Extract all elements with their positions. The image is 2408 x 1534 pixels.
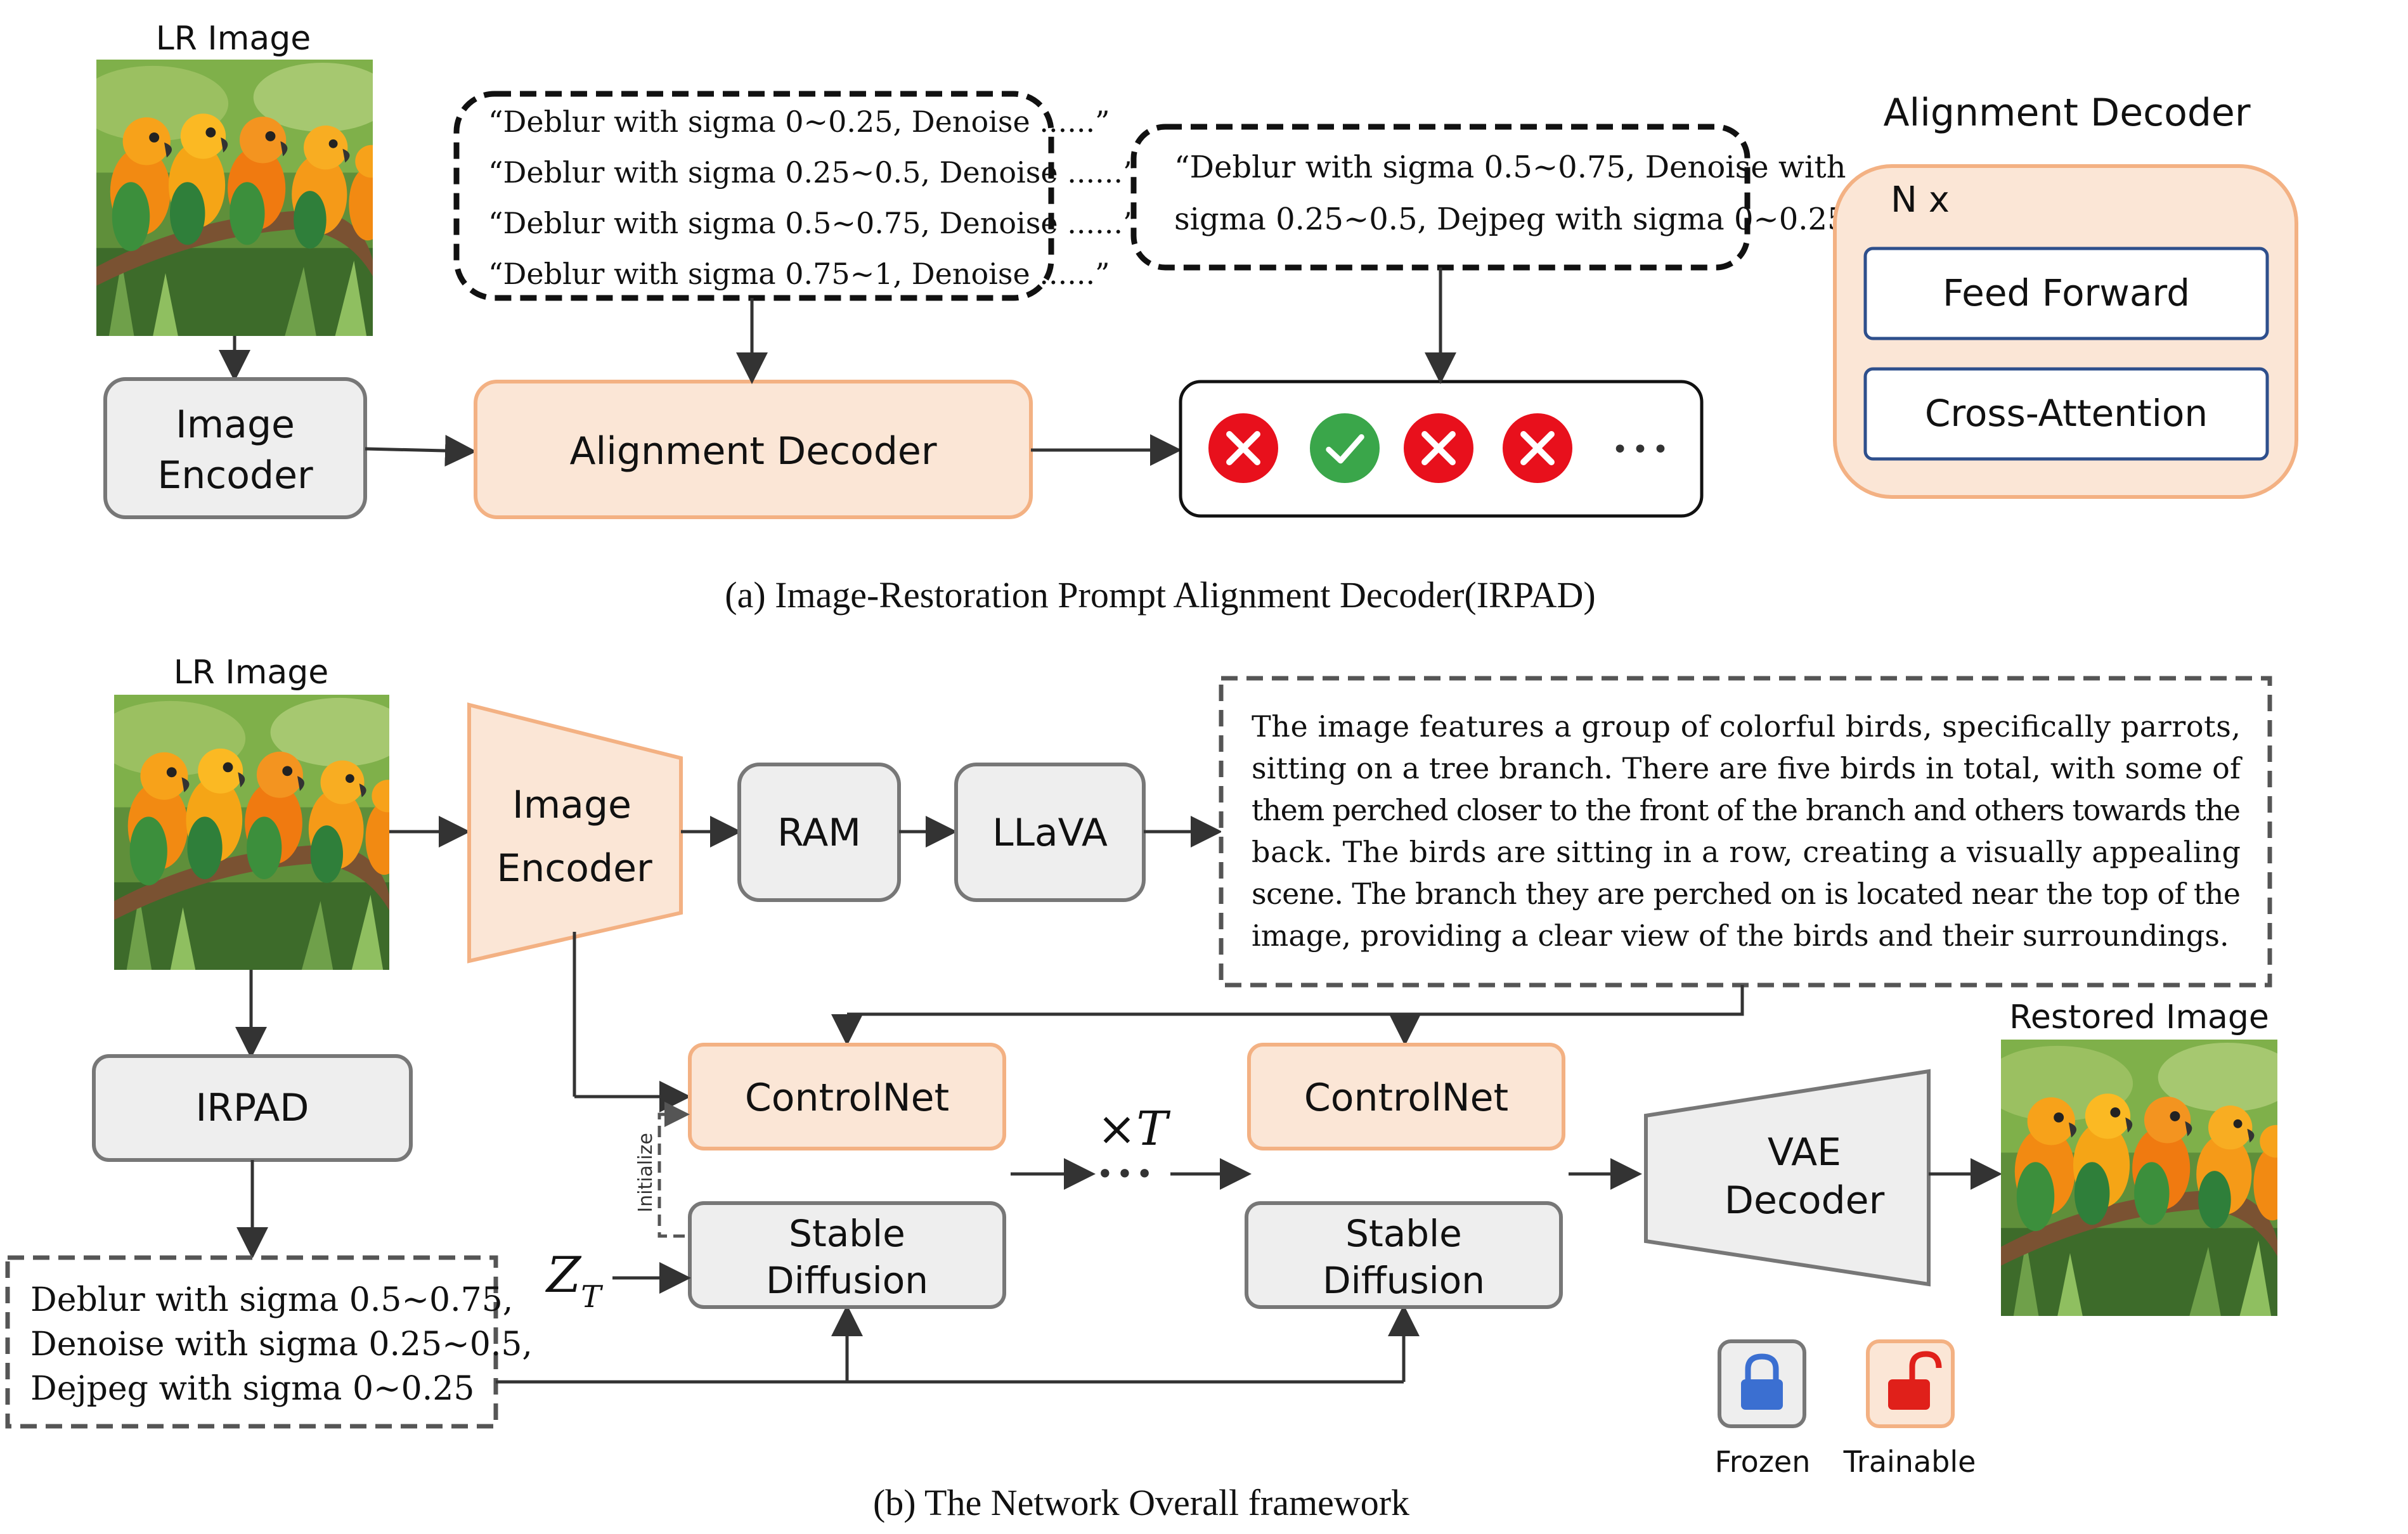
result-wrong-icon-3 <box>1503 413 1572 483</box>
image-encoder-label-b1: Image <box>512 783 631 827</box>
lr-image-label-a: LR Image <box>156 20 311 58</box>
result-correct-icon <box>1310 413 1380 483</box>
caption-b: (b) The Network Overall framework <box>873 1482 1409 1523</box>
controlnet-label-2: ControlNet <box>1304 1076 1508 1120</box>
restored-image-label: Restored Image <box>2009 998 2269 1036</box>
description-line-1: The image features a group of colorful b… <box>1252 709 2241 744</box>
prompt-4: “Deblur with sigma 0.75~1, Denoise .....… <box>488 257 1110 291</box>
vae-decoder-trapezoid <box>1644 1069 1931 1287</box>
part-b: LR Image Image Encoder RAM LLaVA The ima… <box>5 654 2277 1523</box>
stable-diffusion-label-2a: Stable <box>1345 1212 1462 1255</box>
loop-dots: ••• <box>1096 1157 1155 1191</box>
stable-diffusion-label-1a: Stable <box>789 1212 905 1255</box>
decoder-repeat-label: N x <box>1891 179 1950 221</box>
restoration-prompt-line-2: Denoise with sigma 0.25~0.5, <box>30 1325 533 1363</box>
stable-diffusion-box-1 <box>688 1201 1006 1309</box>
controlnet-box-2 <box>1247 1043 1565 1150</box>
controlnet-label-1: ControlNet <box>745 1076 949 1120</box>
caption-a: (a) Image-Restoration Prompt Alignment D… <box>725 574 1595 616</box>
restored-image <box>2001 1040 2277 1316</box>
controlnet-box-1 <box>688 1043 1006 1150</box>
cross-attention-label: Cross-Attention <box>1925 392 2208 435</box>
feed-forward-label: Feed Forward <box>1943 271 2190 314</box>
feed-forward-box <box>1863 247 2269 340</box>
selected-prompt-line-1: “Deblur with sigma 0.5~0.75, Denoise wit… <box>1174 150 1846 185</box>
frozen-label: Frozen <box>1715 1445 1811 1479</box>
image-encoder-label-a2: Encoder <box>157 453 313 498</box>
stable-diffusion-box-2 <box>1245 1201 1563 1309</box>
image-encoder-label-a1: Image <box>176 403 295 447</box>
image-encoder-box-a <box>103 377 367 519</box>
z-t-main: Z <box>545 1247 582 1304</box>
restoration-prompt-box <box>5 1255 498 1429</box>
z-t-label: ZT <box>545 1247 603 1315</box>
prompt-list-box <box>453 91 1054 301</box>
initialize-label: Initialize <box>635 1133 657 1213</box>
description-line-4: back. The birds are sitting in a row, cr… <box>1252 835 2241 869</box>
llava-label: LLaVA <box>992 811 1108 855</box>
selected-prompt-line-2: sigma 0.25~0.5, Dejpeg with sigma 0~0.25… <box>1174 202 1862 237</box>
stable-diffusion-label-1b: Diffusion <box>766 1259 928 1302</box>
description-line-3: them perched closer to the front of the … <box>1252 793 2241 827</box>
decoder-detail-title: Alignment Decoder <box>1884 91 2251 135</box>
restoration-prompt-line-1: Deblur with sigma 0.5~0.75, <box>30 1281 513 1319</box>
times-t-label: ×T <box>1097 1102 1170 1156</box>
description-line-2: sitting on a tree branch. There are five… <box>1252 751 2243 785</box>
part-a: LR Image Image Encoder Alignment Decoder… <box>96 20 2298 616</box>
prompt-1: “Deblur with sigma 0~0.25, Denoise .....… <box>488 105 1110 139</box>
image-encoder-trapezoid-b <box>467 702 683 964</box>
alignment-decoder-label-a: Alignment Decoder <box>570 429 937 474</box>
cross-attention-box <box>1863 367 2269 461</box>
image-description-box <box>1219 676 2272 988</box>
lr-image-b <box>114 695 389 970</box>
vae-label-2: Decoder <box>1725 1178 1885 1223</box>
stable-diffusion-label-2b: Diffusion <box>1323 1259 1485 1302</box>
vae-label-1: VAE <box>1768 1130 1841 1175</box>
z-t-sub: T <box>581 1279 603 1315</box>
trainable-label: Trainable <box>1843 1445 1976 1479</box>
lock-open-icon <box>1888 1351 1942 1410</box>
lr-image-a <box>96 60 373 336</box>
results-ellipsis: ••• <box>1612 434 1673 466</box>
ram-label: RAM <box>777 811 861 855</box>
lock-closed-icon <box>1741 1353 1783 1410</box>
irpad-label: IRPAD <box>196 1086 309 1130</box>
lr-image-label-b: LR Image <box>174 654 329 692</box>
restoration-prompt-line-3: Dejpeg with sigma 0~0.25 <box>30 1370 474 1408</box>
image-encoder-label-b2: Encoder <box>496 846 652 891</box>
result-wrong-icon-1 <box>1208 413 1278 483</box>
prompt-2: “Deblur with sigma 0.25~0.5, Denoise ...… <box>488 155 1137 190</box>
result-wrong-icon-2 <box>1404 413 1473 483</box>
description-line-6: image, providing a clear view of the bir… <box>1252 918 2229 953</box>
description-line-5: scene. The branch they are perched on is… <box>1252 877 2241 911</box>
initialize-link <box>657 1102 690 1238</box>
prompt-3: “Deblur with sigma 0.5~0.75, Denoise ...… <box>488 206 1137 240</box>
selected-prompt-box <box>1130 124 1751 271</box>
